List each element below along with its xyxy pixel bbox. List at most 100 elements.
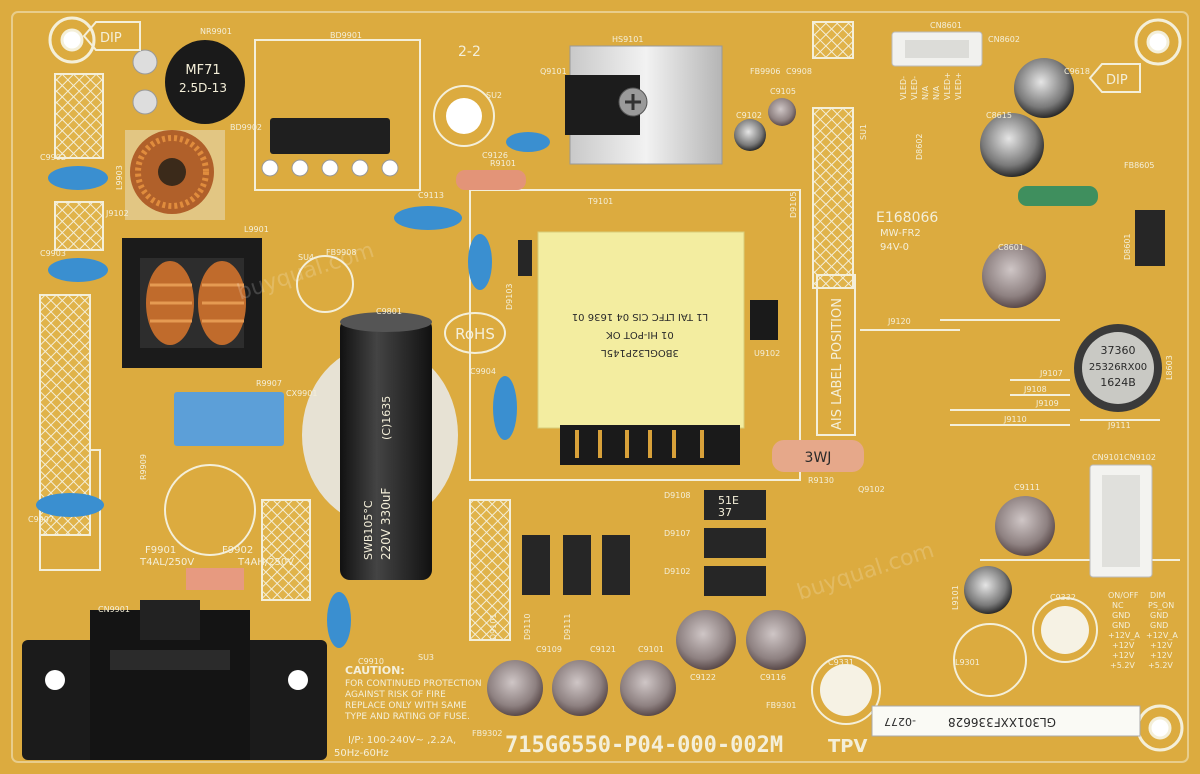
barcode-label-box bbox=[871, 705, 1141, 737]
refdes-label: D8602 bbox=[915, 133, 924, 160]
input-spec-1: I/P: 100-240V~ ,2.2A, bbox=[348, 735, 456, 746]
refdes-label: L9301 bbox=[955, 658, 980, 667]
pin-label: +12V_A bbox=[1108, 631, 1140, 640]
fuse-f9901-ref: F9901 bbox=[145, 545, 176, 556]
pin-label: N/A bbox=[932, 85, 941, 100]
refdes-label: SU1 bbox=[859, 124, 868, 140]
keepout-zone-bottom-1 bbox=[261, 499, 311, 601]
refdes-label: C9331 bbox=[828, 658, 854, 667]
rohs-text: RoHS bbox=[455, 325, 495, 343]
refdes-label: FB8605 bbox=[1124, 161, 1154, 170]
pin-label: PS_ON bbox=[1148, 601, 1174, 610]
refdes-label: Q9102 bbox=[858, 485, 885, 494]
keepout-zone-vertical-center bbox=[812, 107, 854, 289]
bulk-cap-label-3: (C)1635 bbox=[380, 396, 393, 440]
refdes-label: L9903 bbox=[115, 165, 124, 190]
refdes-label: J9107 bbox=[1039, 369, 1063, 378]
refdes-label: D8601 bbox=[1123, 233, 1132, 260]
fuse-f9902-ref: F9902 bbox=[222, 545, 253, 556]
caution-line-4: TYPE AND RATING OF FUSE. bbox=[344, 712, 470, 722]
inductor-label-3: 1624B bbox=[1100, 376, 1136, 389]
refdes-label: C9902 bbox=[40, 153, 66, 162]
su2-pad bbox=[446, 98, 482, 134]
refdes-label: U9102 bbox=[754, 349, 780, 358]
board-maker: TPV bbox=[828, 736, 867, 757]
reference-designators: NR9901 BD9901 BD9902 HS9101 Q9101 FB9906… bbox=[28, 21, 1174, 738]
ais-label-box: AIS LABEL POSITION bbox=[816, 274, 856, 436]
thermistor-nr9901: MF71 2.5D-13 bbox=[132, 40, 245, 124]
dip-text-left: DIP bbox=[100, 31, 122, 46]
caution-line-2: AGAINST RISK OF FIRE bbox=[345, 690, 446, 700]
refdes-label: FB9906 bbox=[750, 67, 780, 76]
test-pad-c9332 bbox=[1041, 606, 1089, 654]
refdes-label: R9130 bbox=[808, 476, 834, 485]
pin-label: GND bbox=[1112, 621, 1130, 630]
inductor-label-1: 37360 bbox=[1101, 344, 1136, 357]
refdes-label: C9903 bbox=[40, 249, 66, 258]
pin-label: VLED+ bbox=[943, 72, 952, 100]
refdes-label: SU4 bbox=[298, 253, 314, 262]
pin-label: DIM bbox=[1150, 591, 1166, 600]
pin-label: GND bbox=[1150, 611, 1168, 620]
thermistor-label-bottom: 2.5D-13 bbox=[179, 81, 227, 95]
transformer-label-2: 01 HI-POT OK bbox=[606, 329, 674, 340]
refdes-label: R9909 bbox=[139, 454, 148, 480]
transformer-label-1: 3BOGL32P145L bbox=[601, 347, 679, 358]
pin-label: +12V_A bbox=[1146, 631, 1178, 640]
refdes-label: D9105 bbox=[789, 191, 798, 218]
test-pad-c9331 bbox=[820, 664, 872, 716]
refdes-label: J9102 bbox=[105, 209, 129, 218]
refdes-label: D9103 bbox=[505, 283, 514, 310]
resistors: 3WJ bbox=[456, 170, 1098, 472]
refdes-label: C9113 bbox=[418, 191, 444, 200]
refdes-label: CN9101 bbox=[1092, 453, 1124, 462]
dip-marker-left: DIP bbox=[82, 21, 141, 51]
inductor-label-2: 25326RX00 bbox=[1089, 362, 1147, 373]
electrolytic-capacitors bbox=[487, 58, 1074, 716]
refdes-label: C9910 bbox=[358, 657, 384, 666]
mounting-holes bbox=[48, 16, 1184, 752]
flame-rating-2: 94V-0 bbox=[880, 242, 909, 253]
pin-label: ON/OFF bbox=[1108, 591, 1139, 600]
silkscreen-lines bbox=[11, 11, 1189, 763]
pin-label: +12V bbox=[1112, 641, 1135, 650]
refdes-label: CN8601 bbox=[930, 21, 962, 30]
pin-label: +12V bbox=[1150, 641, 1173, 650]
refdes-label: L8603 bbox=[1165, 355, 1174, 380]
caution-title: CAUTION: bbox=[345, 664, 405, 677]
refdes-label: C9102 bbox=[736, 111, 762, 120]
ic-u9102 bbox=[750, 300, 778, 340]
refdes-label: C8601 bbox=[998, 243, 1024, 252]
pin-label: VLED- bbox=[910, 76, 919, 100]
pin-label: +5.2V bbox=[1110, 661, 1135, 670]
board-part-number: 715G6550-P04-000-002M bbox=[505, 733, 783, 758]
connector-cn8601 bbox=[891, 31, 983, 67]
refdes-label: C9116 bbox=[760, 673, 786, 682]
refdes-label: J9120 bbox=[887, 317, 911, 326]
refdes-label: C9801 bbox=[376, 307, 402, 316]
refdes-label: C9101 bbox=[638, 645, 664, 654]
pin-label: N/A bbox=[921, 85, 930, 100]
refdes-label: C9109 bbox=[536, 645, 562, 654]
refdes-label: SU2 bbox=[486, 91, 502, 100]
fuse-body bbox=[186, 568, 244, 590]
keepout-zone-left-1 bbox=[54, 201, 104, 251]
keepout-zone-bottom-2 bbox=[469, 499, 511, 641]
heatsink bbox=[565, 45, 723, 165]
large-inductor: 37360 25326RX00 1624B bbox=[1074, 324, 1162, 412]
rohs-mark: RoHS bbox=[444, 312, 506, 354]
keepout-zone-top-center bbox=[812, 21, 854, 59]
connector-cn8601-pins: VLED- VLED- N/A N/A VLED+ VLED+ bbox=[899, 72, 963, 100]
pin-label: NC bbox=[1112, 601, 1124, 610]
transformer: 3BOGL32P145L 01 HI-POT OK L1 TAI LTFC CI… bbox=[537, 231, 745, 465]
barcode-suffix: -0277 bbox=[884, 715, 916, 728]
pin-label: +12V bbox=[1150, 651, 1173, 660]
power-resistor-label: 3WJ bbox=[805, 450, 832, 466]
refdes-label: C9126 bbox=[482, 151, 508, 160]
refdes-label: T9101 bbox=[587, 197, 613, 206]
refdes-label: C9907 bbox=[28, 515, 54, 524]
refdes-label: C8615 bbox=[986, 111, 1012, 120]
refdes-label: D9108 bbox=[664, 491, 691, 500]
keepout-zone-top-left bbox=[54, 73, 104, 159]
refdes-label: J9110 bbox=[1003, 415, 1027, 424]
